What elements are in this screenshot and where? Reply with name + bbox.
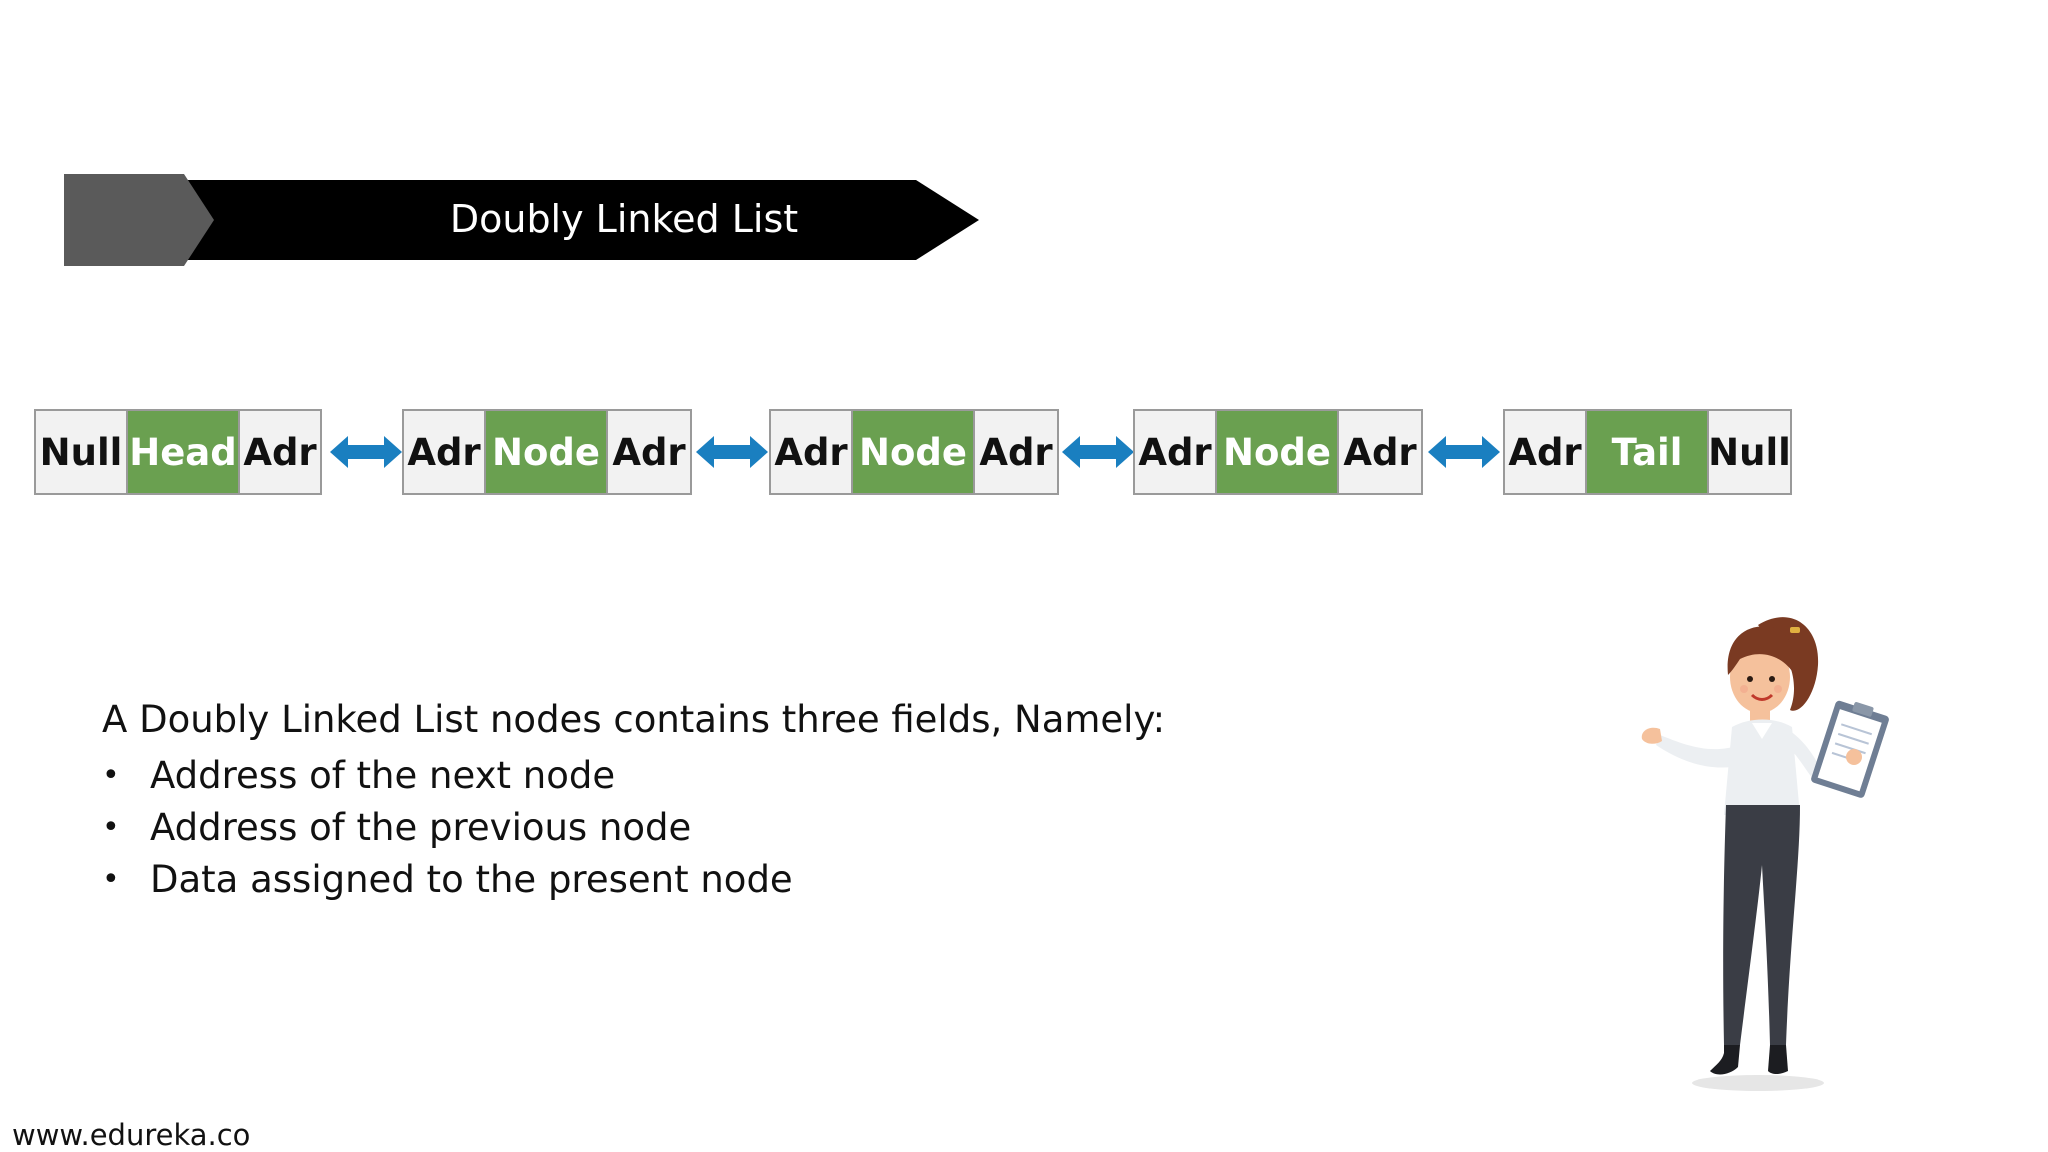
list-node-head: Null Head Adr: [34, 409, 322, 495]
double-headed-arrow-icon: [696, 436, 768, 468]
next-address-cell: Null: [1707, 411, 1791, 493]
presenter-woman-illustration: [1641, 617, 1889, 1091]
double-headed-arrow-icon: [330, 436, 402, 468]
list-node-2: Adr Node Adr: [769, 409, 1059, 495]
list-item: •Data assigned to the present node: [102, 857, 793, 901]
data-cell: Head: [128, 411, 238, 493]
list-node-1: Adr Node Adr: [402, 409, 692, 495]
banner-shape: [64, 174, 979, 266]
prev-address-cell: Adr: [771, 411, 853, 493]
title-banner: Doubly Linked List: [64, 174, 984, 266]
list-item: •Address of the previous node: [102, 805, 692, 849]
next-address-cell: Adr: [973, 411, 1057, 493]
prev-address-cell: Adr: [404, 411, 486, 493]
page-title: Doubly Linked List: [449, 197, 799, 241]
data-cell: Node: [1217, 411, 1337, 493]
bullet-icon: •: [102, 861, 120, 897]
data-cell: Tail: [1587, 411, 1707, 493]
description-intro: A Doubly Linked List nodes contains thre…: [102, 698, 1166, 741]
bullet-icon: •: [102, 809, 120, 845]
double-headed-arrow-icon: [1428, 436, 1500, 468]
list-item: •Address of the next node: [102, 753, 616, 797]
field-list: •Address of the next node •Address of th…: [102, 749, 1165, 905]
data-cell: Node: [853, 411, 973, 493]
double-headed-arrow-icon: [1062, 436, 1134, 468]
bullet-icon: •: [102, 757, 120, 793]
next-address-cell: Adr: [1337, 411, 1421, 493]
prev-address-cell: Adr: [1505, 411, 1587, 493]
prev-address-cell: Null: [36, 411, 128, 493]
list-node-tail: Adr Tail Null: [1503, 409, 1792, 495]
prev-address-cell: Adr: [1135, 411, 1217, 493]
list-node-3: Adr Node Adr: [1133, 409, 1423, 495]
next-address-cell: Adr: [606, 411, 690, 493]
website-url: www.edureka.co: [12, 1118, 251, 1152]
next-address-cell: Adr: [238, 411, 320, 493]
description: A Doubly Linked List nodes contains thre…: [102, 698, 1165, 905]
data-cell: Node: [486, 411, 606, 493]
